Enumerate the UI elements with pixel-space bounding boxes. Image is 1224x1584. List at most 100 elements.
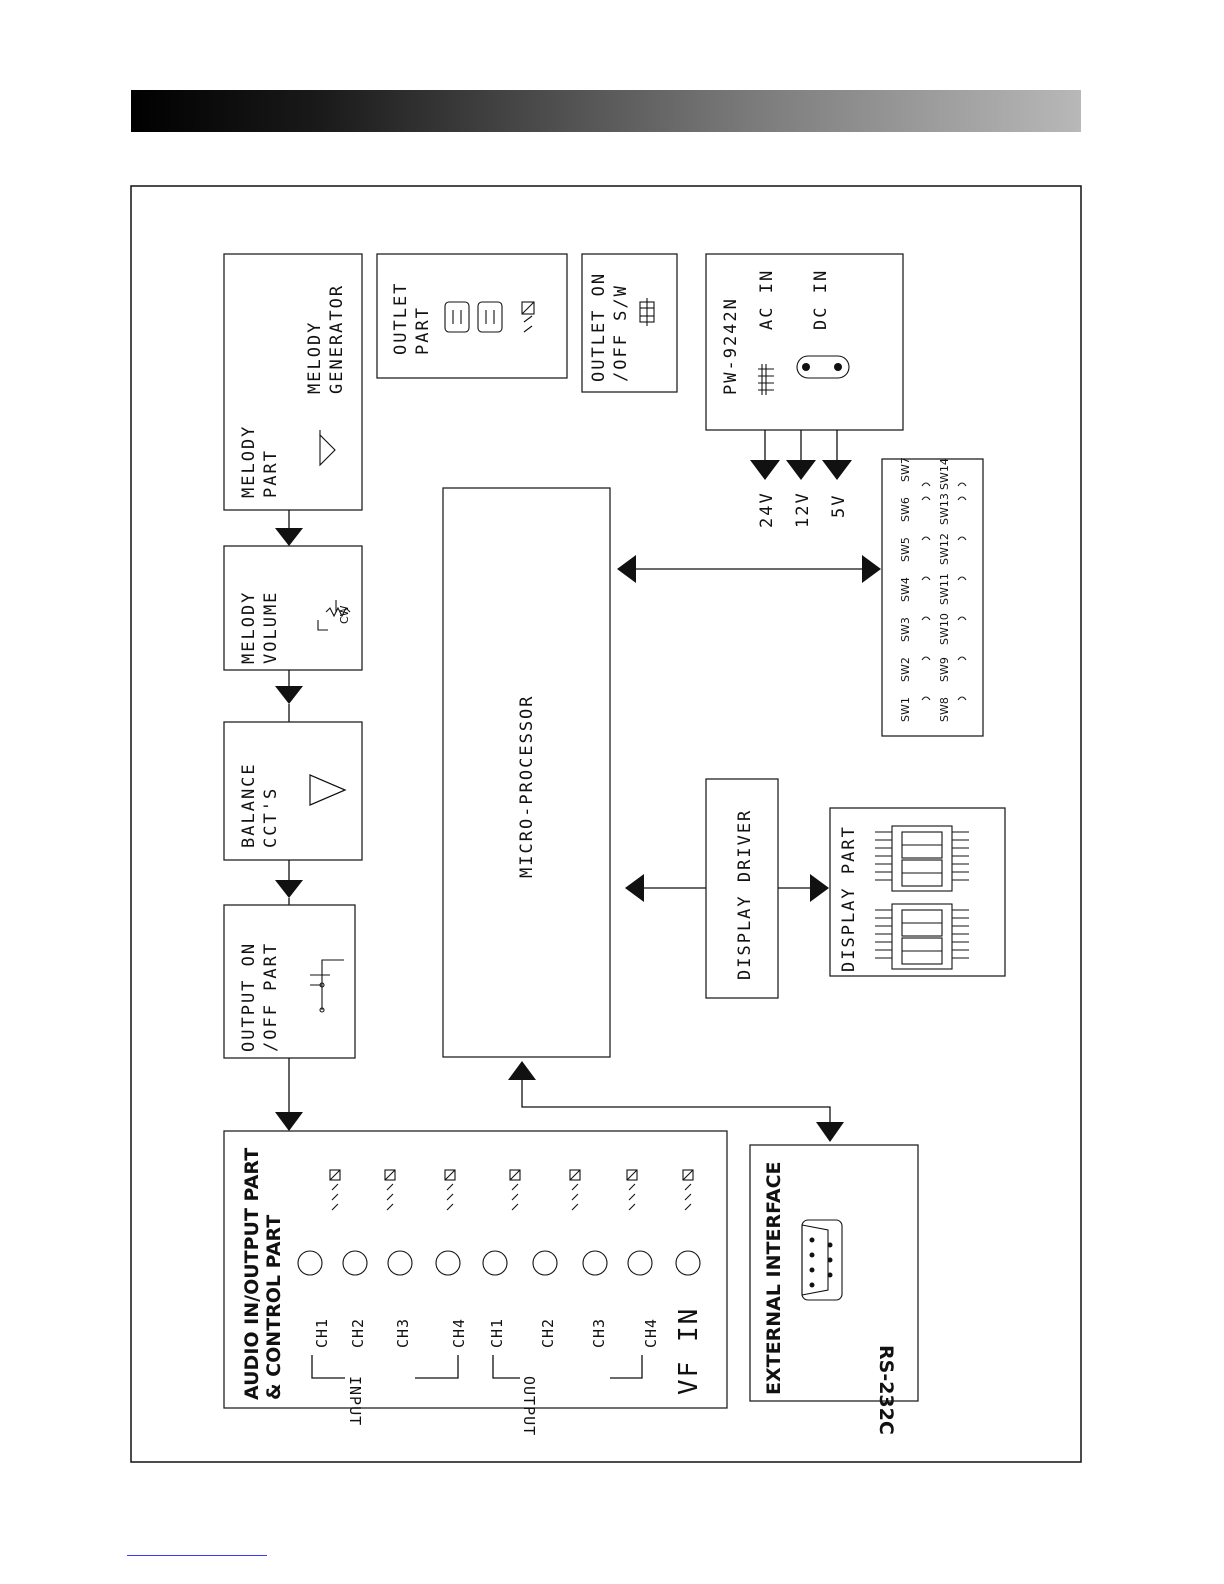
voltage-12v-label: 12V — [793, 491, 813, 528]
outlet-relay-icon — [521, 301, 535, 333]
melody-volume-label-1: MELODY — [239, 591, 259, 664]
arrow-ext-to-micro — [508, 1061, 536, 1080]
outlet-part-label-1: OUTLET — [391, 282, 411, 355]
balance-block: BALANCE CCT'S — [223, 721, 363, 861]
input-ch3-label: CH3 — [394, 1318, 412, 1348]
seven-segment-icons — [875, 825, 969, 970]
switch-panel-block: SW1 SW2 SW3 SW4 SW5 SW6 SW7 SW8 SW9 SW10… — [881, 457, 984, 737]
balance-label-2: CCT'S — [261, 787, 281, 848]
outlet-sw-label-2: /OFF S/W — [611, 284, 631, 382]
output-ch2-label: CH2 — [539, 1318, 557, 1348]
transformer-icon — [758, 364, 774, 395]
sw11-label: SW11 — [938, 573, 951, 605]
audio-title-1: AUDIO IN/OUTPUT PART — [241, 1148, 263, 1400]
arrow-driver-to-display — [810, 874, 829, 902]
sw7-label: SW7 — [899, 457, 912, 482]
audio-title-2: & CONTROL PART — [263, 1215, 285, 1400]
xlr-connectors — [297, 1250, 701, 1276]
pushbutton-icons — [921, 482, 967, 701]
melody-generator-label-1: MELODY — [305, 321, 325, 394]
footer-underline — [127, 1555, 267, 1556]
display-driver-label: DISPLAY DRIVER — [735, 809, 755, 980]
cw-label: CW — [338, 605, 351, 624]
balance-amplifier-icon — [309, 774, 347, 806]
voltage-5v-label: 5V — [829, 494, 849, 518]
display-part-label: DISPLAY PART — [839, 825, 859, 972]
outlet-part-label-2: PART — [413, 306, 433, 355]
db9-connector-icon — [801, 1219, 843, 1301]
output-onoff-label-1: OUTPUT ON — [239, 942, 259, 1052]
sw13-label: SW13 — [938, 493, 951, 525]
output-onoff-label-2: /OFF PART — [261, 942, 281, 1052]
display-driver-block: DISPLAY DRIVER — [705, 778, 779, 999]
ac-in-label: AC IN — [757, 269, 777, 330]
sw6-label: SW6 — [899, 497, 912, 522]
input-group-label: INPUT — [346, 1376, 364, 1426]
relay-icons — [329, 1169, 694, 1211]
power-supply-block: PW-9242N AC IN DC IN — [705, 253, 904, 431]
arrow-switch-right — [862, 555, 881, 583]
input-ch4-label: CH4 — [450, 1318, 468, 1348]
potentiometer-icon: CW — [317, 600, 351, 631]
vf-in-label: VF IN — [674, 1307, 704, 1395]
melody-generator-label-2: GENERATOR — [327, 284, 347, 394]
switch-icon — [310, 959, 344, 1013]
arrow-12v — [786, 460, 816, 480]
sw3-label: SW3 — [899, 617, 912, 642]
outlet-sw-label-1: OUTLET ON — [589, 272, 609, 382]
output-group-label: OUTPUT — [520, 1376, 538, 1436]
sw5-label: SW5 — [899, 537, 912, 562]
display-part-block: DISPLAY PART — [829, 807, 1006, 977]
arrow-micro-to-ext — [816, 1122, 844, 1142]
sw12-label: SW12 — [938, 533, 951, 565]
output-ch4-label: CH4 — [642, 1318, 660, 1348]
voltage-24v-label: 24V — [757, 491, 777, 528]
dc-jack-icon — [796, 355, 850, 379]
melody-volume-block: MELODY VOLUME CW — [223, 545, 363, 671]
arrow-5v — [822, 460, 852, 480]
melody-part-label-2: PART — [261, 449, 281, 498]
switch-row-1: SW1 SW2 SW3 SW4 SW5 SW6 SW7 — [899, 457, 912, 722]
diagram-frame — [130, 185, 1082, 1463]
melody-part-block: MELODY PART MELODY GENERATOR — [223, 253, 363, 511]
rs232c-label: RS-232C — [875, 1345, 897, 1435]
arrow-output-to-audio — [275, 1112, 303, 1131]
audio-io-block: AUDIO IN/OUTPUT PART & CONTROL PART CH1 … — [223, 1130, 728, 1436]
sw10-label: SW10 — [938, 613, 951, 645]
output-onoff-block: OUTPUT ON /OFF PART — [223, 904, 356, 1059]
sw4-label: SW4 — [899, 577, 912, 602]
output-ch1-label: CH1 — [488, 1318, 506, 1348]
outlet-switch-icon — [639, 298, 655, 326]
dc-in-label: DC IN — [811, 269, 831, 330]
output-ch3-label: CH3 — [590, 1318, 608, 1348]
switch-row-2: SW8 SW9 SW10 SW11 SW12 SW13 SW14 — [938, 458, 951, 722]
balance-label-1: BALANCE — [239, 762, 259, 848]
microprocessor-block: MICRO-PROCESSOR — [442, 487, 611, 1058]
amplifier-icon — [319, 430, 336, 467]
arrow-micro-left — [617, 555, 636, 583]
sw1-label: SW1 — [899, 697, 912, 722]
external-interface-block: EXTERNAL INTERFACE RS-232C — [749, 1144, 919, 1435]
melody-part-label-1: MELODY — [239, 425, 259, 498]
sw14-label: SW14 — [938, 458, 951, 490]
arrow-driver-to-micro — [625, 874, 644, 902]
arrow-melody-to-volume — [275, 528, 303, 546]
arrow-volume-to-balance — [275, 686, 303, 704]
sw2-label: SW2 — [899, 657, 912, 682]
outlet-part-block: OUTLET PART — [376, 253, 568, 379]
header-gradient-bar — [131, 90, 1081, 132]
sw9-label: SW9 — [938, 657, 951, 682]
power-model-label: PW-9242N — [721, 297, 741, 395]
outlet-socket-icons — [444, 301, 503, 333]
outlet-sw-block: OUTLET ON /OFF S/W — [581, 253, 678, 393]
arrow-balance-to-output — [275, 880, 303, 898]
sw8-label: SW8 — [938, 697, 951, 722]
arrow-24v — [750, 460, 780, 480]
melody-volume-label-2: VOLUME — [261, 591, 281, 664]
input-ch2-label: CH2 — [349, 1318, 367, 1348]
external-interface-title: EXTERNAL INTERFACE — [763, 1162, 785, 1396]
microprocessor-label: MICRO-PROCESSOR — [517, 694, 537, 878]
input-ch1-label: CH1 — [313, 1318, 331, 1348]
